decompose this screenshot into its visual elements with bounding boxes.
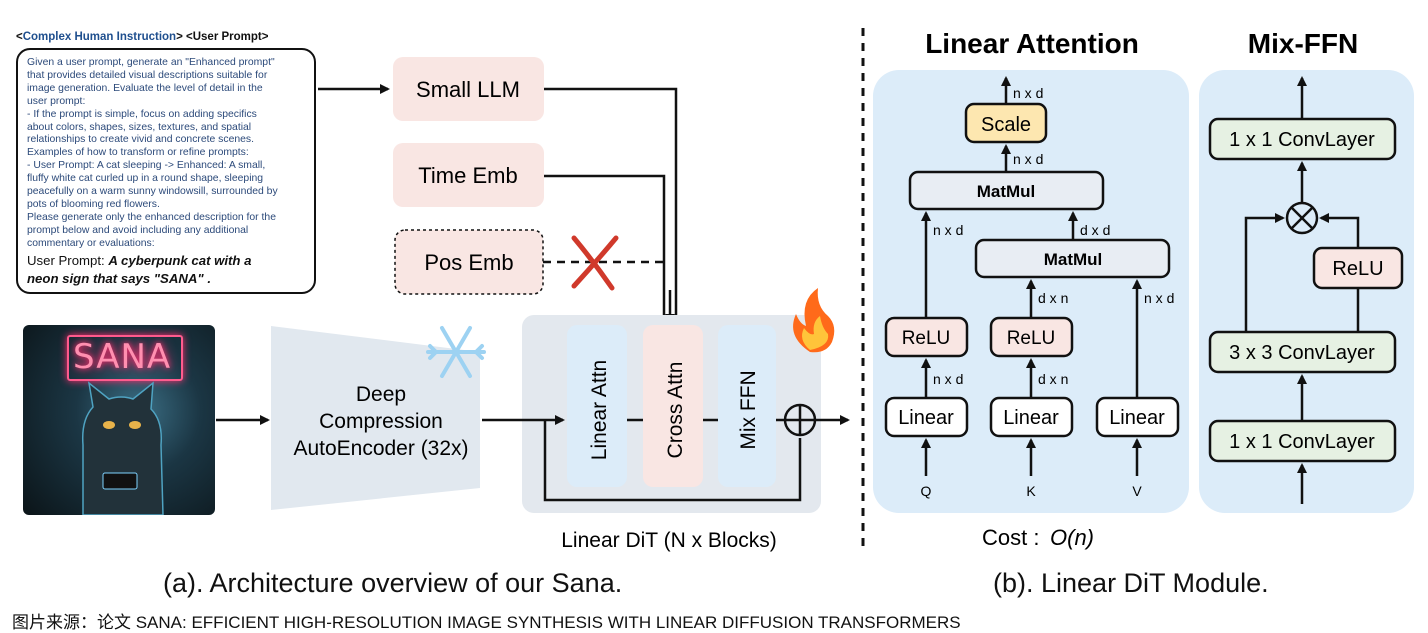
cross-attn-block [643, 325, 703, 487]
fire-icon [793, 288, 835, 353]
user-prompt-text: A cyberpunk cat with a [108, 252, 252, 268]
cost-label: Cost : [982, 525, 1039, 550]
instruction-line: that provides detailed visual descriptio… [27, 69, 268, 81]
instruction-line: relationships to create vivid and concre… [27, 134, 254, 146]
gate-left-branch [1244, 213, 1285, 332]
la-dim-relu1-in: n x d [933, 371, 963, 387]
instruction-line: commentary or evaluations: [27, 237, 155, 249]
input-v: V [1132, 483, 1142, 499]
encoder-trapezoid [271, 326, 480, 510]
ffn-relu-box [1312, 246, 1404, 290]
user-prompt-text-2: neon sign that says "SANA" [27, 270, 204, 286]
linear-q-box [884, 396, 969, 438]
conv-top-label: 1 x 1 ConvLayer [1229, 129, 1375, 151]
conv-bottom-box [1208, 419, 1397, 463]
neon-sign-frame [67, 335, 183, 381]
instruction-line: pots of blooming red flowers. [27, 198, 160, 210]
dit-label: Linear DiT (N x Blocks) [561, 529, 777, 552]
mix-ffn-label: Mix FFN [737, 370, 760, 449]
user-prompt-cont: neon sign that says "SANA" . [27, 270, 211, 286]
matmul-top-box [908, 170, 1105, 211]
la-dim-mid-out: d x d [1080, 222, 1110, 238]
la-dim-out: n x d [1013, 85, 1043, 101]
la-dim-scale-in: n x d [1013, 151, 1043, 167]
instruction-line: about colors, shapes, sizes, textures, a… [27, 121, 252, 133]
cyberpunk-cat-image: SANA [23, 325, 215, 515]
time-connector [544, 174, 666, 316]
small-llm-box [393, 57, 544, 121]
linear-attention-title: Linear Attention [925, 28, 1139, 59]
instruction-line: user prompt: [27, 95, 86, 107]
relu-q-label: ReLU [902, 328, 951, 349]
relu-k-label: ReLU [1007, 328, 1056, 349]
la-dim-v: n x d [1144, 290, 1174, 306]
la-dim-left: n x d [933, 222, 963, 238]
snowflake-icon [426, 326, 486, 378]
input-q: Q [921, 483, 932, 499]
matmul-mid-box [974, 238, 1171, 279]
conv-top-box [1208, 117, 1397, 161]
llm-connector [544, 87, 678, 316]
linear-k-label: Linear [1003, 407, 1059, 429]
linear-attn-block [567, 325, 627, 487]
instruction-line: fluffy white cat curled up in a round sh… [27, 173, 264, 185]
matmul-top-label: MatMul [977, 182, 1036, 201]
time-emb-label: Time Emb [418, 163, 517, 188]
image-source-note: 图片来源：论文 SANA: EFFICIENT HIGH-RESOLUTION … [12, 613, 961, 632]
encoder-label-1: Deep [356, 383, 406, 406]
caption-right: (b). Linear DiT Module. [993, 568, 1269, 598]
instruction-line: image generation. Evaluate the level of … [27, 82, 263, 94]
caption-left: (a). Architecture overview of our Sana. [163, 568, 623, 598]
mix-ffn-title: Mix-FFN [1248, 28, 1358, 59]
instruction-line: Examples of how to transform or refine p… [27, 147, 249, 159]
instruction-line: Given a user prompt, generate an "Enhanc… [27, 57, 275, 68]
cross-attn-label: Cross Attn [664, 362, 687, 459]
conv-bottom-label: 1 x 1 ConvLayer [1229, 431, 1375, 453]
linear-q-label: Linear [898, 407, 954, 429]
la-dim-relu2-out: d x n [1038, 290, 1068, 306]
pos-emb-box [394, 229, 544, 295]
scale-label: Scale [981, 114, 1031, 136]
linear-attn-label: Linear Attn [588, 360, 611, 460]
instruction-line: peacefully on a warm sunny windowsill, s… [27, 186, 278, 198]
la-dim-relu2-in: d x n [1038, 371, 1068, 387]
mix-ffn-panel [1199, 70, 1414, 513]
instruction-line: Please generate only the enhanced descri… [27, 211, 276, 223]
time-emb-box [393, 143, 544, 207]
user-prompt: User Prompt: A cyberpunk cat with a [27, 252, 252, 268]
instruction-line: - User Prompt: A cat sleeping -> Enhance… [27, 160, 266, 172]
conv-mid-label: 3 x 3 ConvLayer [1229, 342, 1375, 364]
instruction-header: <Complex Human Instruction> <User Prompt… [16, 31, 269, 43]
linear-v-label: Linear [1109, 407, 1165, 429]
cost-value: O(n) [1050, 525, 1094, 550]
multiply-icon [1285, 201, 1319, 235]
disabled-x-icon [571, 235, 619, 291]
relu-q-box [884, 316, 969, 358]
input-k: K [1026, 483, 1036, 499]
conv-mid-box [1208, 330, 1397, 374]
scale-box [964, 102, 1048, 144]
instruction-header-label: Complex Human Instruction [22, 31, 177, 43]
instruction-line: prompt below and avoid including any add… [27, 224, 249, 236]
instruction-line: - If the prompt is simple, focus on addi… [27, 108, 257, 120]
encoder-label-3: AutoEncoder (32x) [293, 437, 468, 460]
linear-v-box [1095, 396, 1180, 438]
residual-connection [543, 420, 802, 502]
matmul-mid-label: MatMul [1044, 250, 1103, 269]
cat-silhouette [81, 381, 164, 515]
small-llm-label: Small LLM [416, 77, 520, 102]
user-prompt-header-label: User Prompt [192, 31, 262, 43]
encoder-label-2: Compression [319, 410, 443, 433]
residual-add-icon [783, 403, 817, 437]
mix-ffn-block [718, 325, 776, 487]
neon-sign-text: SANA [73, 337, 172, 377]
linear-k-box [989, 396, 1074, 438]
instruction-box: Given a user prompt, generate an "Enhanc… [16, 48, 316, 294]
gate-right-branch [1319, 213, 1360, 248]
ffn-relu-label: ReLU [1332, 258, 1383, 280]
pos-emb-label: Pos Emb [424, 250, 513, 275]
